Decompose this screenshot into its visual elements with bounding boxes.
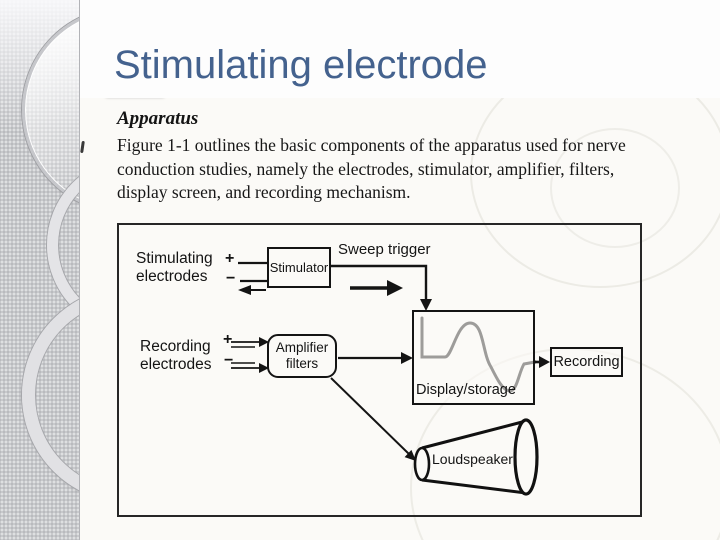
sweep-trigger-line bbox=[331, 264, 432, 311]
display-storage-box bbox=[412, 310, 535, 405]
scan-artifact-swirl bbox=[470, 98, 720, 288]
display-storage-label: Display/storage bbox=[416, 382, 516, 398]
body-text: Figure 1-1 outlines the basic components… bbox=[117, 134, 677, 205]
amplifier-filters-box: Amplifier filters bbox=[267, 334, 337, 378]
amplifier-to-loudspeaker-arrow bbox=[330, 377, 416, 461]
recording-electrodes-label: Recording electrodes bbox=[140, 338, 212, 374]
scan-margin-tick bbox=[80, 140, 85, 154]
stimulating-electrodes-line1: Stimulating bbox=[136, 250, 213, 267]
stimulator-box: Stimulator bbox=[267, 247, 331, 288]
section-heading: Apparatus bbox=[117, 108, 199, 129]
scan-artifact-swirl bbox=[550, 128, 680, 248]
stimulating-plus-sign: + bbox=[225, 250, 235, 267]
stimulating-minus-sign: − bbox=[226, 270, 236, 287]
amplifier-label-line1: Amplifier bbox=[275, 340, 329, 355]
recording-box: Recording bbox=[550, 347, 623, 377]
body-text-line: display screen, and recording mechanism. bbox=[117, 182, 411, 202]
recording-label: Recording bbox=[553, 354, 620, 370]
stimulating-electrodes-line2: electrodes bbox=[136, 268, 208, 285]
loudspeaker-icon bbox=[413, 418, 539, 496]
recording-plus-sign: + bbox=[223, 331, 233, 348]
scanned-page: Apparatus Figure 1-1 outlines the basic … bbox=[80, 98, 720, 540]
recording-electrodes-line2: electrodes bbox=[140, 356, 212, 373]
figure-frame: Stimulator Amplifier filters Display/sto… bbox=[117, 223, 642, 517]
amplifier-to-display-arrow bbox=[338, 352, 413, 364]
amplifier-label: Amplifier filters bbox=[276, 340, 329, 372]
display-to-recording-arrow bbox=[535, 356, 550, 368]
recording-minus-sign: − bbox=[224, 352, 234, 369]
stimulating-input-leads bbox=[238, 261, 267, 283]
body-text-line: Figure 1-1 outlines the basic components… bbox=[117, 135, 626, 155]
sweep-trigger-label: Sweep trigger bbox=[338, 241, 431, 258]
bold-right-arrow bbox=[350, 280, 403, 296]
recording-input-arrows bbox=[231, 337, 269, 373]
body-text-line: conduction studies, namely the electrode… bbox=[117, 158, 615, 179]
amplifier-label-line2: filters bbox=[285, 356, 319, 371]
stimulator-label: Stimulator bbox=[269, 260, 329, 275]
recording-electrodes-line1: Recording bbox=[140, 338, 211, 355]
loudspeaker-label: Loudspeaker bbox=[432, 451, 513, 467]
slide-title: Stimulating electrode bbox=[114, 43, 488, 87]
left-arrow bbox=[238, 285, 266, 295]
sidebar-decoration bbox=[0, 0, 80, 540]
decorative-ring-3 bbox=[22, 287, 79, 503]
stimulating-electrodes-label: Stimulating electrodes bbox=[136, 250, 213, 286]
